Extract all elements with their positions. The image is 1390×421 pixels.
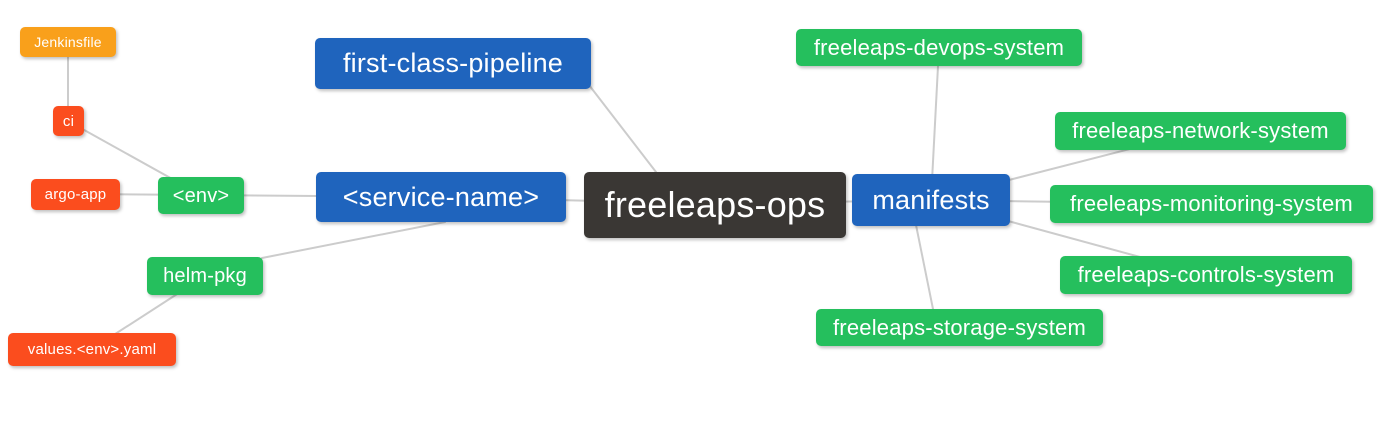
node-values-env-yaml[interactable]: values.<env>.yaml (8, 333, 176, 366)
node-env[interactable]: <env> (158, 177, 244, 214)
node-jenkinsfile[interactable]: Jenkinsfile (20, 27, 116, 57)
node-freeleaps-monitoring-system[interactable]: freeleaps-monitoring-system (1050, 185, 1373, 223)
node-label: freeleaps-devops-system (813, 34, 1065, 60)
node-label: freeleaps-network-system (1072, 118, 1329, 143)
node-label: freeleaps-storage-system (832, 314, 1086, 340)
node-label: ci (62, 112, 75, 130)
node-label: <env> (172, 184, 230, 207)
node-label: argo-app (44, 186, 107, 203)
node-helm-pkg[interactable]: helm-pkg (147, 257, 263, 295)
node-freeleaps-controls-system[interactable]: freeleaps-controls-system (1060, 256, 1352, 294)
node-ci[interactable]: ci (53, 106, 84, 136)
node-label: helm-pkg (163, 265, 247, 287)
node-label: Jenkinsfile (34, 34, 102, 50)
node-freeleaps-network-system[interactable]: freeleaps-network-system (1055, 112, 1346, 150)
node-manifests[interactable]: manifests (852, 174, 1010, 226)
node-freeleaps-ops[interactable]: freeleaps-ops (584, 172, 846, 238)
node-service-name[interactable]: <service-name> (316, 172, 566, 222)
node-label: <service-name> (342, 181, 540, 212)
node-freeleaps-storage-system[interactable]: freeleaps-storage-system (816, 309, 1103, 346)
node-label: freeleaps-controls-system (1077, 262, 1335, 287)
edge-manifests-to-freeleaps-storage-system (915, 224, 934, 310)
edge-helm-pkg-to-service-name (261, 221, 446, 259)
node-argo-app[interactable]: argo-app (31, 179, 120, 210)
node-label: freeleaps-monitoring-system (1070, 191, 1353, 216)
node-label: freeleaps-ops (604, 184, 826, 225)
node-label: first-class-pipeline (342, 48, 564, 78)
edge-first-class-pipeline-to-freeleaps-ops (588, 84, 657, 173)
node-label: values.<env>.yaml (27, 341, 157, 358)
node-label: manifests (872, 184, 990, 215)
node-first-class-pipeline[interactable]: first-class-pipeline (315, 38, 591, 89)
node-freeleaps-devops-system[interactable]: freeleaps-devops-system (796, 29, 1082, 66)
